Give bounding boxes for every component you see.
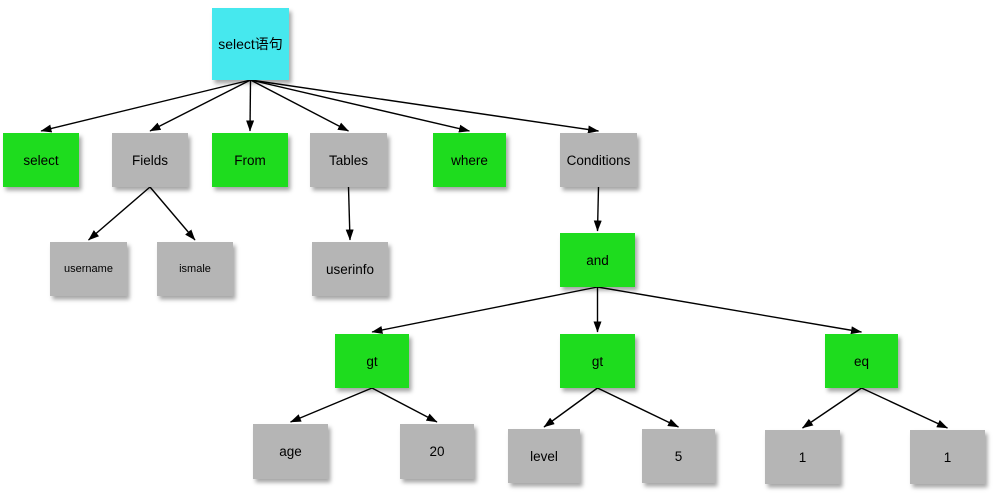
edge-eq-one_a <box>802 387 862 429</box>
node-username: username <box>50 242 127 296</box>
node-where: where <box>433 133 506 187</box>
node-from: From <box>212 133 288 187</box>
edge-fields-ismale <box>149 186 196 241</box>
edge-fields-username <box>88 186 151 241</box>
node-userinfo: userinfo <box>312 242 388 296</box>
edge-root-from <box>246 79 255 132</box>
node-eq: eq <box>825 334 898 388</box>
node-and: and <box>560 233 635 287</box>
node-one_a: 1 <box>765 430 840 484</box>
edge-root-select <box>40 79 251 133</box>
node-gt2: gt <box>560 334 635 388</box>
node-root: select语句 <box>212 8 289 80</box>
node-num5: 5 <box>642 429 715 483</box>
edge-eq-one_b <box>861 387 948 429</box>
node-age: age <box>253 424 328 479</box>
node-level: level <box>508 429 580 483</box>
edge-gt2-num5 <box>597 387 679 428</box>
node-tables: Tables <box>310 133 387 187</box>
node-select: select <box>3 133 79 187</box>
edge-and-eq <box>597 286 862 335</box>
edge-gt2-level <box>543 387 598 428</box>
edge-root-tables <box>250 79 349 132</box>
edge-conditions-and <box>593 186 602 232</box>
node-fields: Fields <box>112 133 188 187</box>
edge-root-conditions <box>250 79 599 134</box>
edge-root-where <box>250 79 470 133</box>
edge-gt1-age <box>290 387 373 423</box>
node-ismale: ismale <box>157 242 233 296</box>
node-gt1: gt <box>335 334 409 388</box>
edge-root-fields <box>149 79 251 132</box>
node-one_b: 1 <box>910 430 985 484</box>
edge-and-gt1 <box>371 286 598 334</box>
node-num20: 20 <box>400 424 474 479</box>
node-conditions: Conditions <box>560 133 637 187</box>
edge-gt1-num20 <box>371 387 438 423</box>
edge-tables-userinfo <box>345 186 354 241</box>
